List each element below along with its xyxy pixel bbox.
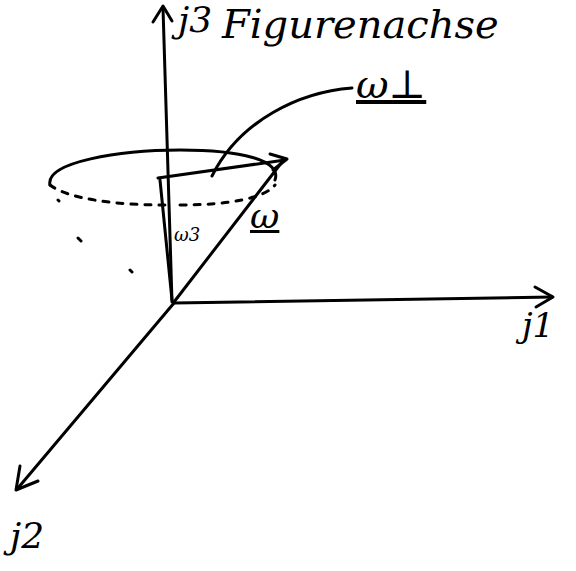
- arrow-head: [16, 466, 38, 490]
- axis-label: j1: [522, 308, 554, 342]
- arrow-head: [153, 6, 172, 22]
- cone-ellipse-dashed: [50, 185, 165, 205]
- arrow-head: [535, 287, 553, 307]
- axis-label: j3: [178, 2, 212, 38]
- sketch-dots: [58, 200, 132, 272]
- leader-line: [212, 88, 352, 176]
- axis-label: j2: [10, 518, 44, 554]
- vector-label: ω: [250, 198, 279, 234]
- vector-label: ω⊥: [356, 64, 426, 104]
- omega-perp-vector: [158, 160, 285, 178]
- axis-line: [18, 303, 174, 488]
- axis-line: [174, 297, 552, 303]
- axis-title: Figurenachse: [222, 4, 499, 44]
- omega3-vector: [160, 180, 172, 300]
- vector-label: ω3: [174, 226, 200, 244]
- omega-vector: [174, 162, 282, 302]
